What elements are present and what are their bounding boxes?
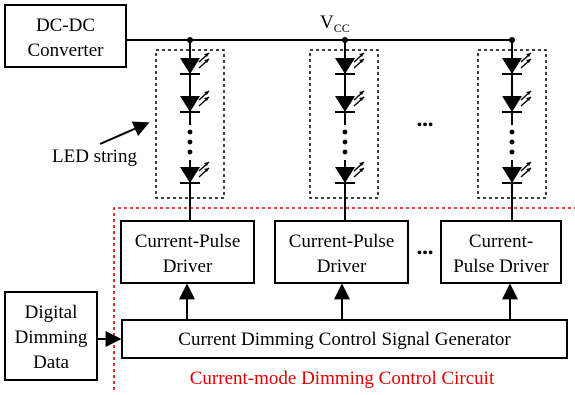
led-emission-arrowhead [526, 97, 531, 101]
led-diode [180, 167, 200, 183]
led-diode [335, 167, 355, 183]
led-emission-arrowhead [204, 53, 209, 57]
driver-3-line2: Pulse Driver [453, 256, 549, 277]
led-emission-arrowhead [359, 97, 364, 101]
converter-label-line1: DC-DC [36, 15, 95, 36]
led-emission-arrowhead [359, 168, 364, 172]
led-diode [502, 167, 522, 183]
driver-2-line2: Driver [317, 256, 367, 277]
ellipsis-drivers: ••• [417, 245, 434, 262]
current-pulse-driver-3 [440, 220, 562, 284]
ellipsis-strings: ••• [417, 117, 434, 134]
signal-generator-label: Current Dimming Control Signal Generator [178, 329, 511, 350]
led-continuation-dot [187, 139, 193, 145]
led-emission-arrowhead [526, 59, 531, 63]
driver-1-line2: Driver [163, 256, 213, 277]
control-circuit-boundary [113, 207, 575, 390]
led-diode [180, 96, 200, 112]
current-pulse-driver-1 [120, 220, 255, 284]
vcc-label: VCC [320, 12, 350, 35]
led-emission-arrowhead [204, 59, 209, 63]
signal-generator-box [121, 319, 568, 359]
led-string-pointer [99, 121, 150, 145]
led-emission-arrowhead [359, 59, 364, 63]
led-emission-arrowhead [204, 97, 209, 101]
led-columns [180, 40, 532, 221]
converter-label-line2: Converter [28, 40, 105, 61]
led-emission-arrowhead [359, 162, 364, 166]
led-diode [502, 58, 522, 74]
led-continuation-dot [509, 129, 515, 135]
led-emission-arrowhead [204, 168, 209, 172]
led-emission-arrowhead [204, 91, 209, 95]
current-pulse-driver-2 [274, 220, 409, 284]
digital-dimming-line1: Digital [25, 302, 78, 323]
led-diode [335, 58, 355, 74]
led-continuation-dot [342, 139, 348, 145]
led-diode [180, 58, 200, 74]
digital-dimming-line3: Data [33, 352, 69, 373]
led-continuation-dot [342, 129, 348, 135]
driver-2-line1: Current-Pulse [289, 231, 395, 252]
driver-1-line1: Current-Pulse [135, 231, 241, 252]
led-continuation-dot [509, 149, 515, 155]
led-emission-arrowhead [526, 53, 531, 57]
led-diode [335, 96, 355, 112]
control-circuit-label: Current-mode Dimming Control Circuit [190, 368, 495, 389]
led-emission-arrowhead [526, 91, 531, 95]
dc-dc-converter-box [4, 4, 127, 68]
led-continuation-dot [509, 139, 515, 145]
led-continuation-dot [187, 129, 193, 135]
digital-dimming-data-box [4, 291, 98, 381]
led-emission-arrowhead [204, 162, 209, 166]
driver-3-line1: Current- [469, 231, 533, 252]
led-diode [502, 96, 522, 112]
digital-dimming-line2: Dimming [15, 327, 88, 348]
led-emission-arrowhead [526, 168, 531, 172]
led-emission-arrowhead [359, 53, 364, 57]
led-emission-arrowhead [526, 162, 531, 166]
led-emission-arrowhead [359, 91, 364, 95]
led-continuation-dot [187, 149, 193, 155]
led-string-label: LED string [52, 146, 137, 167]
led-continuation-dot [342, 149, 348, 155]
